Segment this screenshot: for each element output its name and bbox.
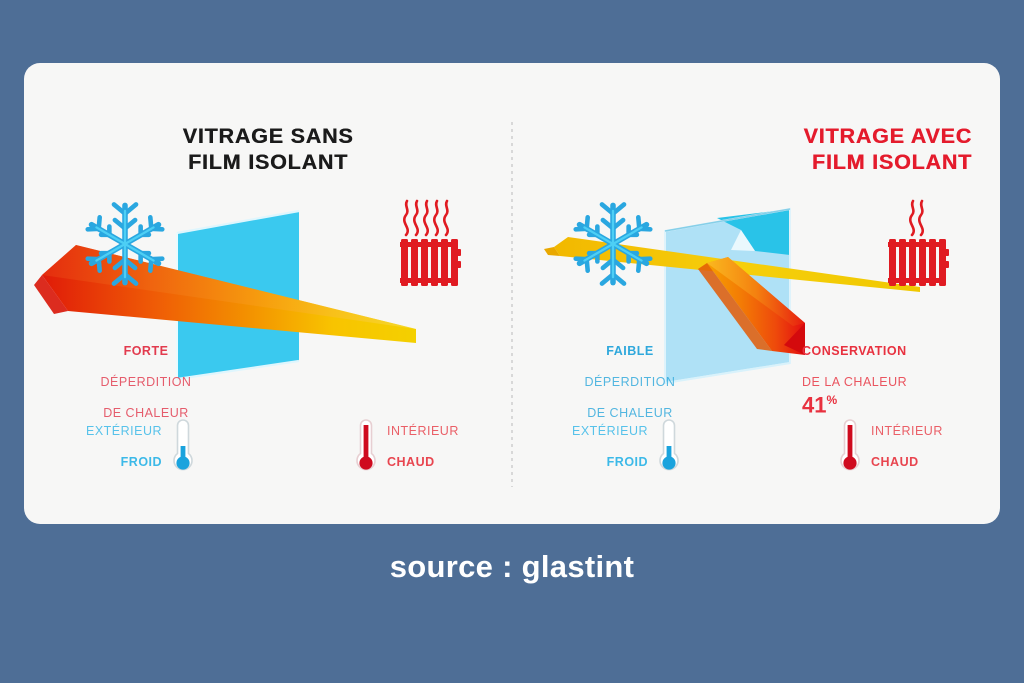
interior-label-left: INTÉRIEUR CHAUD: [387, 408, 459, 486]
heat-loss-caption-line1: FAIBLE: [606, 343, 654, 358]
thermometer-hot-icon: [356, 418, 376, 471]
panel-left-title: VITRAGE SANS FILM ISOLANT: [182, 124, 354, 174]
interior-thermometer-right: INTÉRIEUR CHAUD: [838, 408, 943, 486]
panel-without-film: VITRAGE SANS FILM ISOLANT: [24, 63, 512, 524]
conservation-caption-line1: CONSERVATION: [802, 343, 907, 358]
conservation-percentage-value: 41: [802, 392, 827, 418]
exterior-label-left: EXTÉRIEUR FROID: [86, 408, 162, 486]
snowflake-icon: [573, 202, 653, 286]
source-caption: source : glastint: [389, 549, 635, 584]
interior-label-line1: INTÉRIEUR: [871, 423, 943, 438]
interior-label-line1: INTÉRIEUR: [387, 423, 459, 438]
panel-right-title: VITRAGE AVEC FILM ISOLANT: [803, 124, 972, 174]
exterior-thermometer-left: EXTÉRIEUR FROID: [86, 408, 195, 486]
conservation-caption-line2: DE LA CHALEUR: [802, 374, 908, 389]
exterior-label-line2: FROID: [120, 454, 163, 469]
interior-thermometer-left: INTÉRIEUR CHAUD: [354, 408, 459, 486]
heat-conservation-caption: CONSERVATION DE LA CHALEUR 41%: [802, 328, 992, 428]
heat-loss-caption-line1: FORTE: [123, 343, 169, 358]
exterior-thermometer-right: EXTÉRIEUR FROID: [572, 408, 681, 486]
panel-left-scene: [24, 193, 512, 393]
radiator-icon: [888, 199, 949, 286]
heat-loss-caption-line3: DE CHALEUR: [103, 405, 189, 420]
interior-label-line2: CHAUD: [387, 454, 435, 469]
percent-symbol: %: [826, 393, 838, 407]
conservation-percentage: 41%: [802, 393, 992, 416]
snowflake-icon: [85, 202, 165, 286]
thermometer-cold-icon: [173, 418, 193, 471]
exterior-label-right: EXTÉRIEUR FROID: [572, 408, 648, 486]
thermometer-cold-icon: [659, 418, 679, 471]
exterior-label-line1: EXTÉRIEUR: [86, 423, 163, 438]
radiator-icon: [400, 199, 461, 286]
exterior-label-line2: FROID: [606, 454, 649, 469]
interior-label-line2: CHAUD: [871, 454, 919, 469]
heat-loss-caption-right: FAIBLE DÉPERDITION DE CHALEUR: [550, 328, 710, 421]
interior-label-right: INTÉRIEUR CHAUD: [871, 408, 943, 486]
heat-loss-caption-line2: DÉPERDITION: [100, 374, 192, 389]
exterior-label-line1: EXTÉRIEUR: [572, 423, 649, 438]
heat-loss-caption-left: FORTE DÉPERDITION DE CHALEUR: [66, 328, 226, 421]
thermometer-hot-icon: [840, 418, 860, 471]
heat-loss-caption-line3: DE CHALEUR: [587, 405, 673, 420]
panel-with-film: VITRAGE AVEC FILM ISOLANT: [512, 63, 1000, 524]
panel-divider: [511, 122, 513, 487]
heat-retained-arrow-large: [544, 237, 920, 355]
heat-loss-caption-line2: DÉPERDITION: [584, 374, 676, 389]
panel-right-scene: [512, 193, 1000, 393]
